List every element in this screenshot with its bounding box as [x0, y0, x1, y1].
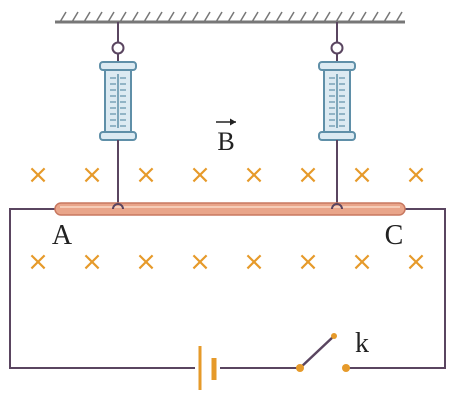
field-cross: × [27, 247, 49, 277]
field-cross: × [189, 247, 211, 277]
battery-icon [198, 346, 217, 390]
point-a-label: A [52, 220, 73, 251]
field-cross: × [27, 160, 49, 190]
field-cross: × [351, 247, 373, 277]
field-cross: × [189, 160, 211, 190]
conducting-rod [54, 202, 406, 216]
ceiling-hatch-icon [55, 11, 405, 24]
field-cross: × [81, 160, 103, 190]
field-cross: × [135, 247, 157, 277]
spring-balance-icon [318, 61, 356, 141]
field-cross: × [351, 160, 373, 190]
point-c-label: C [385, 220, 404, 251]
field-cross: × [297, 247, 319, 277]
field-cross: × [135, 160, 157, 190]
field-cross: × [81, 247, 103, 277]
right-spring-balance [318, 22, 356, 203]
field-cross: × [405, 160, 427, 190]
magnetic-field-label: B [216, 118, 236, 156]
field-cross: × [243, 160, 265, 190]
field-cross: × [297, 160, 319, 190]
magnetic-field-symbol: B [217, 127, 234, 156]
left-spring-balance [99, 22, 137, 203]
field-cross: × [405, 247, 427, 277]
spring-balance-icon [99, 61, 137, 141]
switch-label: k [355, 328, 369, 359]
field-row-top: × × × × × × × × [27, 160, 427, 190]
open-switch-icon [296, 333, 350, 372]
circuit-wire [9, 208, 446, 369]
field-cross: × [243, 247, 265, 277]
field-row-bottom: × × × × × × × × [27, 247, 427, 277]
